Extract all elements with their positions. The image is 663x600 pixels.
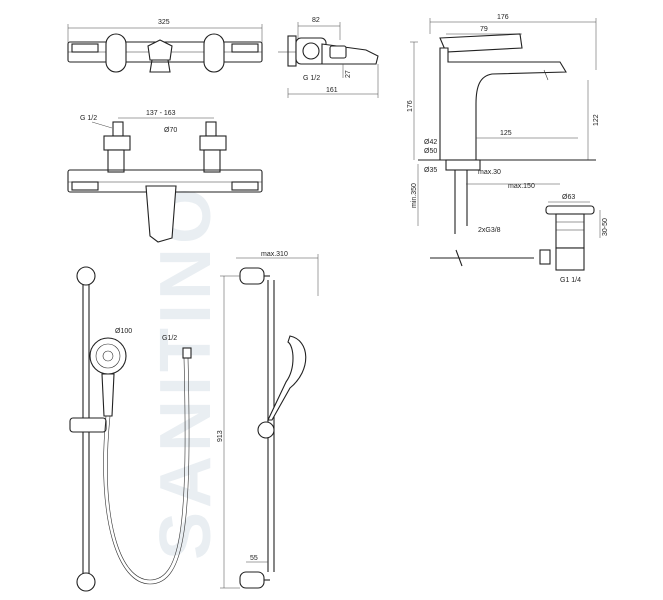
bath-overall-label: 161	[326, 87, 338, 94]
basin-base-bottom-label: Ø50	[424, 148, 437, 155]
basin-base-top-label: Ø42	[424, 139, 437, 146]
bath-width-label: 325	[158, 19, 170, 26]
basin-reach-label: 125	[500, 130, 512, 137]
inlet-diameter-label: Ø70	[164, 127, 177, 134]
basin-height-label: 176	[407, 100, 414, 112]
bath-side-thread-label: G 1/2	[303, 75, 320, 82]
shower-head-diameter-label: Ø100	[115, 328, 132, 335]
rail-length-label: 913	[217, 430, 224, 442]
hose-thread-label: G1/2	[162, 335, 177, 342]
bath-side-height-label: 27	[345, 70, 352, 78]
inlet-thread-label: G 1/2	[80, 115, 97, 122]
bath-mixer-side-view: 82 G 1/2 27 161	[278, 17, 379, 98]
shower-rail-side-view: max.310 913 55	[217, 251, 319, 589]
rail-bottom-label: 55	[250, 555, 258, 562]
rail-projection-label: max.310	[261, 251, 288, 258]
watermark-text: SANITINO	[146, 184, 226, 560]
basin-mixer-view: 176 79 176 122 125 Ø42 Ø50 Ø35 max.30 mi…	[407, 14, 600, 267]
shower-rail-set-view: Ø100 G1/2	[69, 266, 192, 592]
basin-deck-label: max.30	[478, 169, 501, 176]
waste-thread-label: G1 1/4	[560, 277, 581, 284]
bath-mixer-inlet-view: G 1/2 137 - 163 Ø70	[67, 110, 263, 243]
bath-depth-label: 82	[312, 17, 320, 24]
waste-diameter-label: Ø63	[562, 194, 575, 201]
waste-height-label: 30-50	[602, 218, 609, 236]
waste-fitting-view: Ø63 30-50 G1 1/4	[539, 194, 609, 284]
bath-mixer-front-view: 325	[67, 19, 263, 73]
basin-hole-label: Ø35	[424, 167, 437, 174]
basin-lever-depth-label: 79	[480, 26, 488, 33]
inlet-spacing-label: 137 - 163	[146, 110, 176, 117]
basin-hoses-label: 2xG3/8	[478, 227, 501, 234]
basin-overall-depth-label: 176	[497, 14, 509, 21]
basin-spout-height-label: 122	[593, 114, 600, 126]
basin-pull-label: max.150	[508, 183, 535, 190]
basin-tail-label: min.350	[411, 183, 418, 208]
